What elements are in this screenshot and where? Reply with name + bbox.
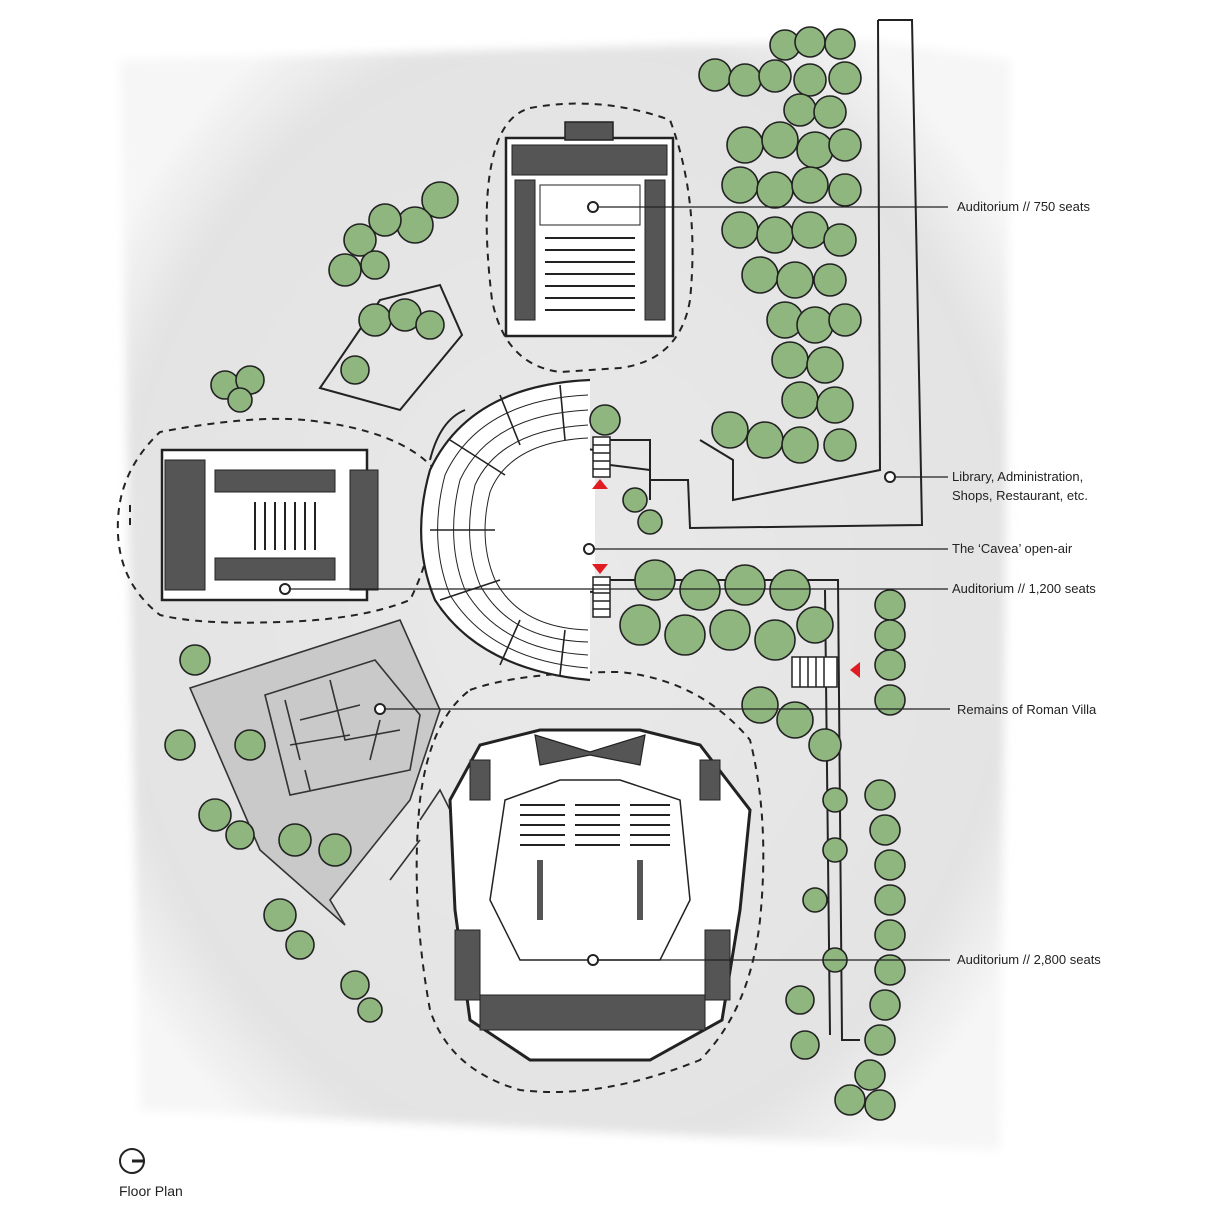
- roman-villa-area: [188, 619, 456, 926]
- label-library-administration: Library, Administration, Shops, Restaura…: [952, 467, 1122, 505]
- label-library-line-1: Library, Administration,: [952, 469, 1084, 484]
- leader-lines: [279, 201, 950, 966]
- tree-cluster-southwest: [164, 644, 383, 1023]
- label-library-line-2: Shops, Restaurant, etc.: [952, 488, 1088, 503]
- trees: [164, 26, 906, 1121]
- stairs: [592, 436, 838, 688]
- label-auditorium-750: Auditorium // 750 seats: [957, 199, 1090, 214]
- auditorium-750-building: [504, 121, 675, 338]
- label-cavea: The ‘Cavea’ open-air: [952, 541, 1073, 556]
- label-auditorium-1200: Auditorium // 1,200 seats: [952, 581, 1096, 596]
- plan-title: Floor Plan: [119, 1183, 183, 1199]
- auditorium-1200-building: [160, 448, 379, 602]
- auditorium-2800-building: [448, 728, 752, 1062]
- entrance-marker-icon: [592, 479, 860, 678]
- cavea-seating: [420, 378, 596, 682]
- tree-cluster-northwest: [210, 181, 663, 535]
- label-auditorium-2800: Auditorium // 2,800 seats: [957, 952, 1101, 967]
- label-roman-villa: Remains of Roman Villa: [957, 702, 1097, 717]
- north-arrow-icon: [119, 1148, 145, 1174]
- dashed-boundaries: [116, 102, 765, 1093]
- tree-cluster-southeast: [785, 589, 906, 1121]
- tree-cluster-center-east: [619, 559, 842, 762]
- tree-cluster-east: [698, 26, 862, 464]
